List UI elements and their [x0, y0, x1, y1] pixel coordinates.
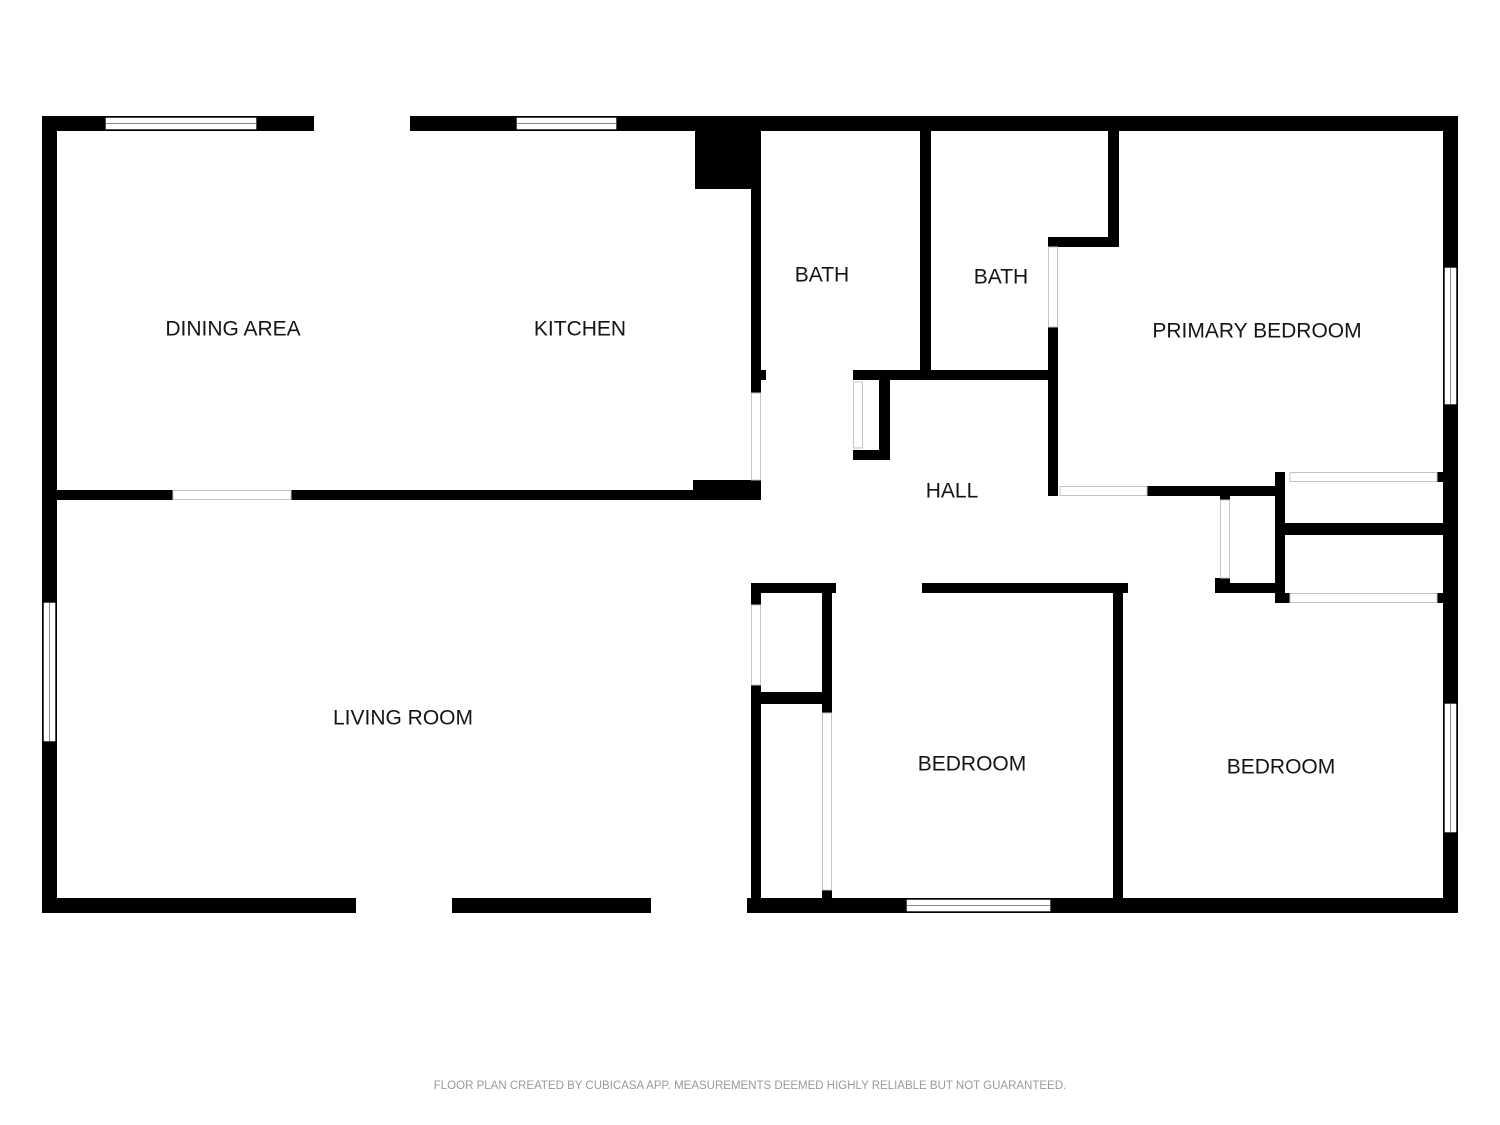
wall-block-kitchen-top — [695, 131, 751, 189]
wall-closets-divider — [1285, 523, 1443, 535]
wall-block-kitchen-corner — [693, 480, 761, 500]
interior-walls — [57, 131, 1443, 898]
room-label-primary-bedroom: PRIMARY BEDROOM — [1152, 320, 1361, 343]
door-opening-dining — [314, 116, 410, 131]
exterior-walls — [42, 116, 1458, 913]
room-label-bedroom-1: BEDROOM — [918, 753, 1027, 776]
exterior-openings — [314, 116, 747, 913]
wall-coat-closet-east — [822, 583, 832, 713]
window — [42, 601, 57, 743]
window — [905, 898, 1052, 913]
wall-kitchen-living — [57, 490, 760, 500]
wall-primary-notch-horizontal — [1048, 237, 1119, 247]
wall-coat-closet-west-bottom — [751, 685, 761, 898]
door-primary-bedroom — [1059, 486, 1148, 496]
room-label-bath-1: BATH — [795, 264, 849, 287]
door-closet-upper — [1289, 472, 1438, 482]
door-bedroom-closet — [822, 712, 832, 891]
wall-hall-south-middle — [922, 583, 1128, 593]
window — [1443, 266, 1458, 406]
door-linen-closet — [853, 381, 863, 449]
wall-linen-closet-bottom — [853, 450, 890, 460]
room-label-living-room: LIVING ROOM — [333, 707, 473, 730]
window — [104, 116, 258, 131]
room-label-bath-2: BATH — [974, 266, 1028, 289]
room-label-bedroom-2: BEDROOM — [1227, 756, 1336, 779]
wall-closets-west — [1275, 472, 1285, 603]
wall-coat-closet-west-top — [751, 583, 761, 605]
wall-linen-closet-east — [879, 370, 890, 460]
wall-hall-closet-cap-top — [1220, 494, 1230, 500]
wall-closet-cap-left — [1285, 593, 1290, 603]
wall-primary-west — [1048, 327, 1058, 496]
window — [1443, 702, 1458, 834]
wall-closet-cap-top — [1437, 472, 1443, 482]
wall-bath-stub — [751, 370, 766, 380]
footer-disclaimer: FLOOR PLAN CREATED BY CUBICASA APP. MEAS… — [434, 1080, 1066, 1092]
door-bath-primary — [1048, 246, 1058, 328]
interior-doors — [172, 246, 1438, 891]
wall-south — [42, 898, 1458, 913]
room-label-kitchen: KITCHEN — [534, 318, 626, 341]
wall-bath-divider — [920, 131, 931, 380]
wall-closet-cap-bottom — [1437, 593, 1443, 603]
door-opening-living-front — [356, 898, 452, 913]
door-coat-closet — [751, 604, 761, 686]
wall-kitchen-east — [751, 131, 761, 393]
wall-bedroom-west-stub — [822, 890, 832, 898]
wall-bedroom-divider — [1113, 583, 1123, 898]
windows — [42, 116, 1458, 913]
door-hall-closet — [1220, 499, 1230, 579]
door-closet-lower — [1289, 593, 1438, 603]
window — [515, 116, 618, 131]
room-label-hall: HALL — [926, 480, 979, 503]
wall-coat-closet-divider — [751, 692, 832, 704]
wall-primary-south — [1147, 486, 1285, 496]
door-opening-dining-living — [172, 490, 292, 500]
wall-bath-south — [890, 370, 1058, 380]
door-kitchen-hall — [751, 392, 761, 481]
wall-primary-notch-vertical — [1108, 131, 1119, 247]
wall-hall-south-left — [751, 583, 836, 593]
wall-hall-south-right — [1215, 583, 1285, 593]
room-labels: DINING AREA KITCHEN BATH BATH PRIMARY BE… — [165, 264, 1361, 779]
wall-linen-closet-top — [853, 370, 890, 380]
door-opening-living-side — [651, 898, 747, 913]
wall-west — [42, 116, 57, 913]
wall-hall-closet-cap-bottom — [1215, 578, 1230, 585]
room-label-dining-area: DINING AREA — [165, 318, 300, 341]
